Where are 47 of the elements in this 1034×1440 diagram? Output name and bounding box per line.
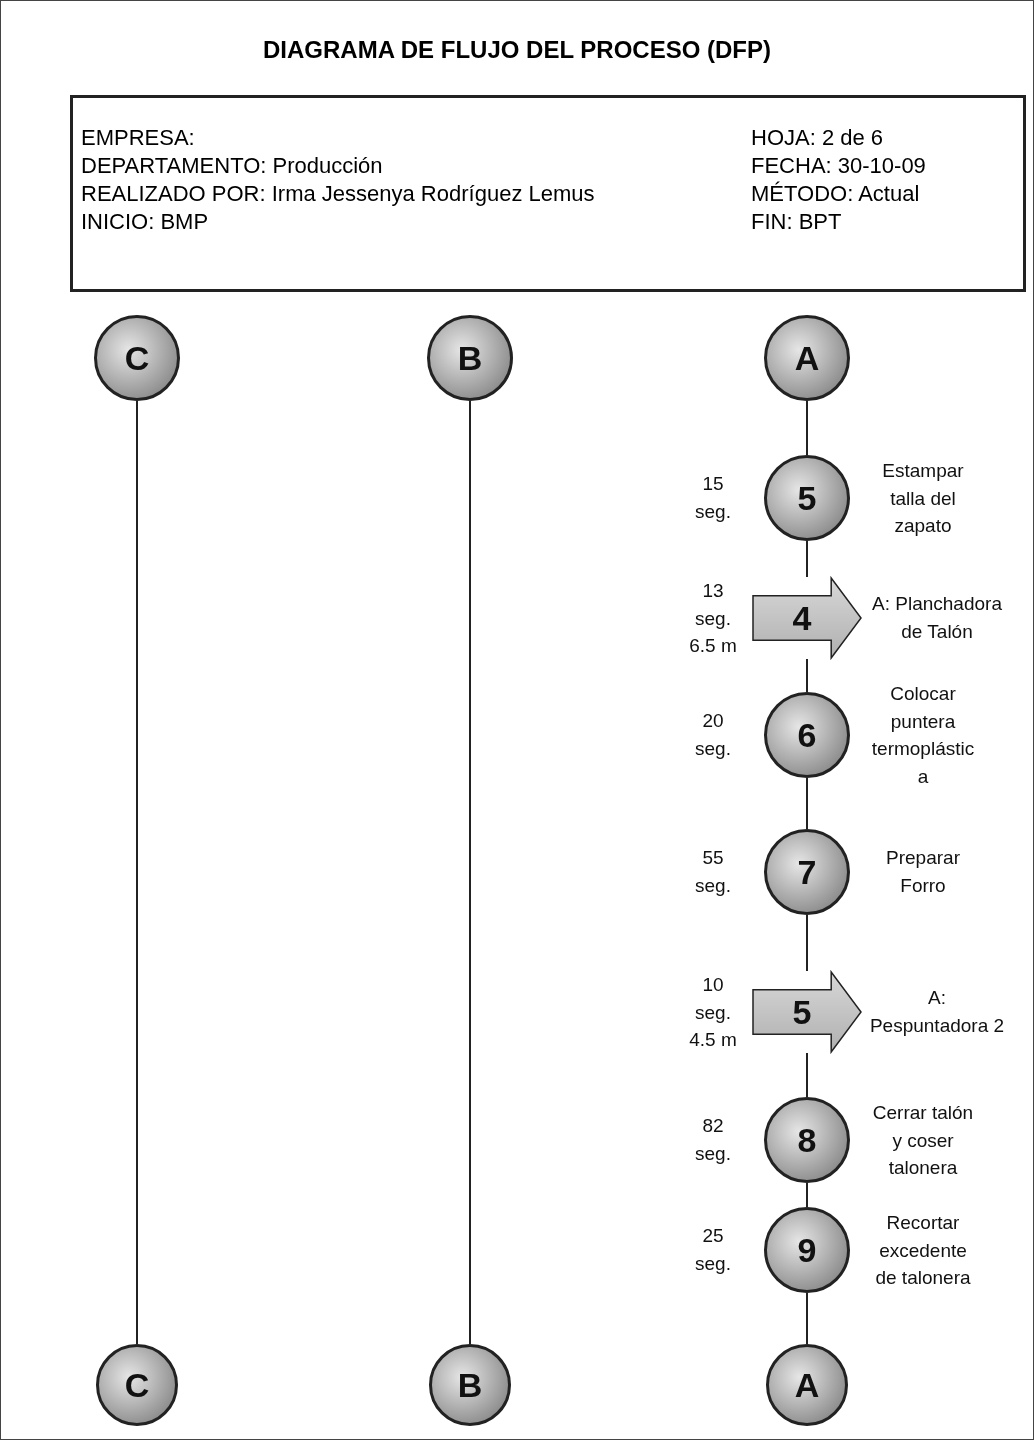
step-description: Recortar excedente de talonera	[874, 1210, 972, 1290]
step-description: A: Planchadora de Talón	[871, 592, 1003, 644]
duration-label: 82 seg.	[694, 1114, 732, 1166]
connector-letter: A	[793, 1368, 821, 1402]
flow-line	[806, 540, 808, 578]
step-description: Preparar Forro	[885, 846, 961, 898]
flow-line	[806, 400, 808, 456]
flow-line	[806, 1052, 808, 1098]
step-number: 5	[791, 995, 813, 1029]
flow-line	[469, 400, 471, 1345]
header-field: INICIO: BMP	[81, 209, 209, 236]
step-number: 6	[796, 718, 818, 752]
header-field: EMPRESA:	[81, 125, 195, 152]
flow-line	[806, 777, 808, 830]
connector-letter: C	[123, 1368, 151, 1402]
duration-label: 20 seg.	[694, 709, 732, 761]
duration-label: 10 seg. 4.5 m	[688, 972, 738, 1052]
duration-label: 25 seg.	[694, 1224, 732, 1276]
header-field: DEPARTAMENTO: Producción	[81, 153, 383, 180]
flow-line	[806, 914, 808, 972]
header-field: MÉTODO: Actual	[751, 181, 920, 208]
diagram-title: DIAGRAMA DE FLUJO DEL PROCESO (DFP)	[262, 36, 772, 64]
step-number: 7	[796, 855, 818, 889]
connector-letter: B	[456, 341, 484, 375]
duration-label: 55 seg.	[694, 846, 732, 898]
header-field: REALIZADO POR: Irma Jessenya Rodríguez Lemus	[81, 181, 595, 208]
header-field: FECHA: 30-10-09	[751, 153, 926, 180]
flow-line	[806, 1182, 808, 1208]
connector-letter: B	[456, 1368, 484, 1402]
header-box	[70, 95, 1026, 292]
step-description: Cerrar talón y coser talonera	[871, 1100, 975, 1180]
flow-line	[136, 400, 138, 1345]
step-number: 9	[796, 1233, 818, 1267]
step-number: 5	[796, 481, 818, 515]
duration-label: 15 seg.	[694, 472, 732, 524]
flow-line	[806, 1292, 808, 1345]
connector-letter: A	[793, 341, 821, 375]
header-field: FIN: BPT	[751, 209, 842, 236]
step-description: A: Pespuntadora 2	[868, 986, 1006, 1038]
step-number: 8	[796, 1123, 818, 1157]
header-field: HOJA: 2 de 6	[751, 125, 884, 152]
step-description: Estampar talla del zapato	[881, 458, 965, 538]
connector-letter: C	[123, 341, 151, 375]
flow-line	[806, 658, 808, 693]
step-description: Colocar puntera termoplástica	[870, 681, 976, 789]
duration-label: 13 seg. 6.5 m	[688, 578, 738, 658]
step-number: 4	[791, 601, 813, 635]
